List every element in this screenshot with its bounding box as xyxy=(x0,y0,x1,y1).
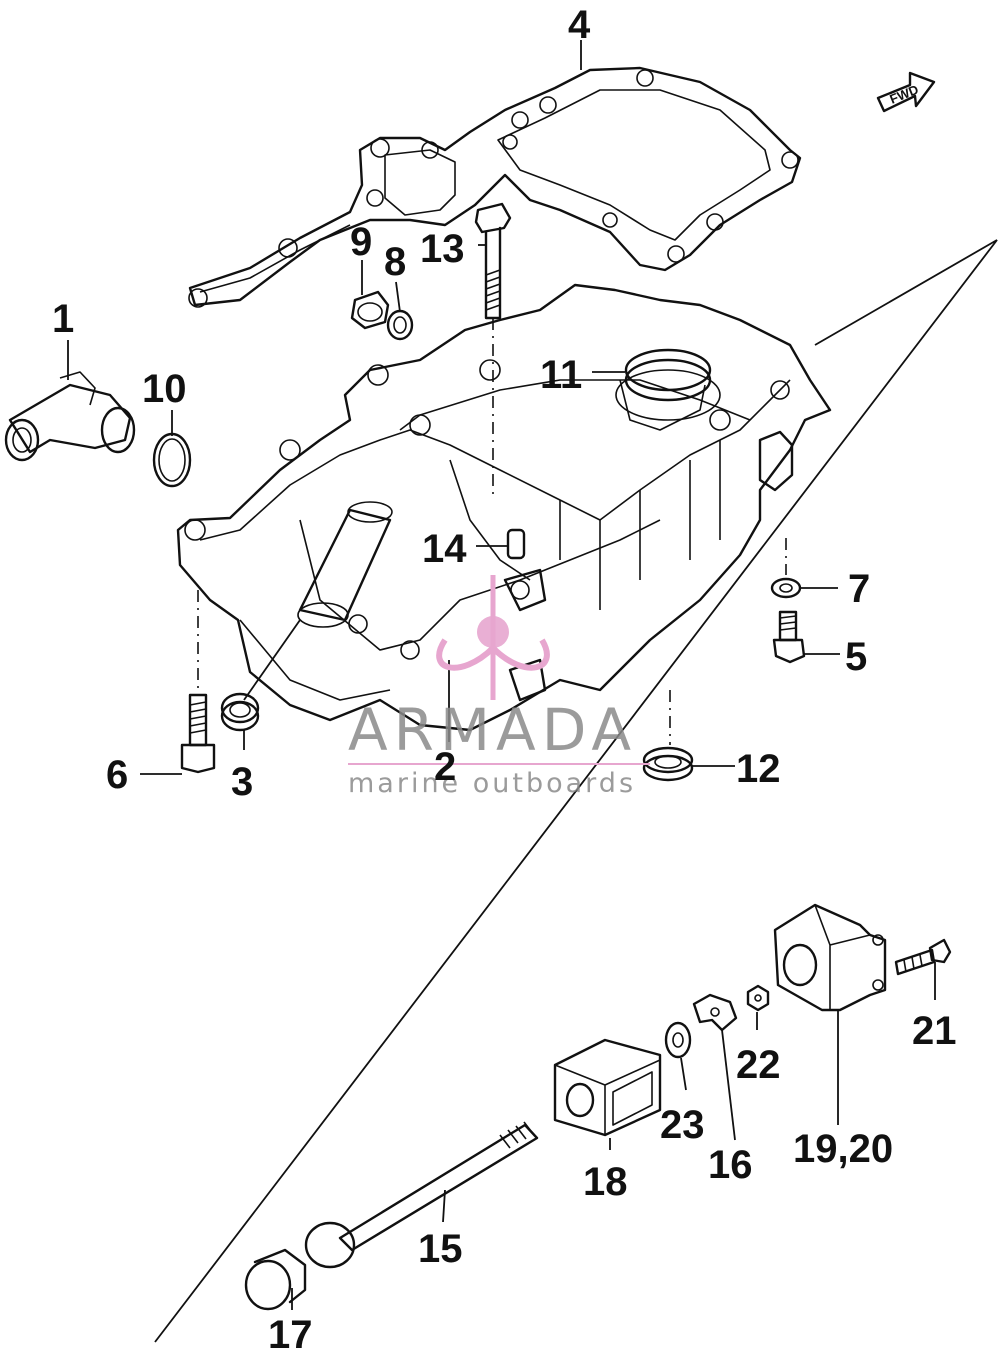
spacer-washer-part xyxy=(664,1021,692,1059)
o-ring-part xyxy=(152,432,192,488)
seal-ring-part xyxy=(615,348,721,421)
leader-lines xyxy=(67,40,936,1310)
watermark-subtitle: marine outboards xyxy=(348,768,636,799)
screw-part xyxy=(894,938,952,976)
fwd-arrow-icon: FWD xyxy=(876,71,936,113)
callout-labels: 4 1 10 9 8 13 11 14 7 5 12 6 3 2 21 22 2… xyxy=(52,3,957,1351)
callout-15: 15 xyxy=(418,1227,463,1271)
long-bolt-part xyxy=(474,202,512,495)
callout-23: 23 xyxy=(660,1103,705,1147)
separator-lines xyxy=(154,239,998,1343)
callout-1: 1 xyxy=(52,297,74,341)
large-washer-part xyxy=(642,690,694,782)
washer-part xyxy=(386,309,414,341)
cube-block-part xyxy=(553,1038,662,1137)
callout-16: 16 xyxy=(708,1143,753,1187)
rod-part xyxy=(304,1121,539,1269)
clip-part xyxy=(692,993,738,1032)
callout-8: 8 xyxy=(384,240,406,284)
callout-17: 17 xyxy=(268,1313,313,1351)
anchor-logo-icon xyxy=(436,575,550,700)
armada-watermark: ARMADA marine outboards xyxy=(348,575,650,799)
callout-13: 13 xyxy=(420,227,465,271)
dowel-pin-part xyxy=(506,528,526,560)
callout-21: 21 xyxy=(912,1009,957,1053)
housing-part xyxy=(773,903,887,1012)
callout-14: 14 xyxy=(422,527,467,571)
end-cap-part xyxy=(244,1248,307,1311)
small-screw-part xyxy=(772,538,806,664)
drain-plug-part xyxy=(220,692,260,732)
plug-part xyxy=(350,290,390,330)
callout-19-20: 19,20 xyxy=(793,1127,893,1171)
callout-10: 10 xyxy=(142,367,187,411)
callout-3: 3 xyxy=(231,760,253,804)
callout-9: 9 xyxy=(350,220,372,264)
callout-22: 22 xyxy=(736,1043,781,1087)
gasket-part xyxy=(188,66,802,308)
callout-5: 5 xyxy=(845,635,867,679)
callout-6: 6 xyxy=(106,753,128,797)
callout-11: 11 xyxy=(540,353,582,397)
nut-part xyxy=(746,984,770,1012)
pipe-fitting-part xyxy=(4,371,136,462)
flange-bolt-part xyxy=(180,590,216,774)
callout-7: 7 xyxy=(848,567,870,611)
callout-12: 12 xyxy=(736,747,781,791)
callout-18: 18 xyxy=(583,1160,628,1204)
callout-2: 2 xyxy=(434,745,456,789)
small-washer-part xyxy=(770,577,802,599)
oil-pan-part xyxy=(176,283,832,732)
watermark-title: ARMADA xyxy=(348,696,637,764)
callout-4: 4 xyxy=(568,3,591,47)
